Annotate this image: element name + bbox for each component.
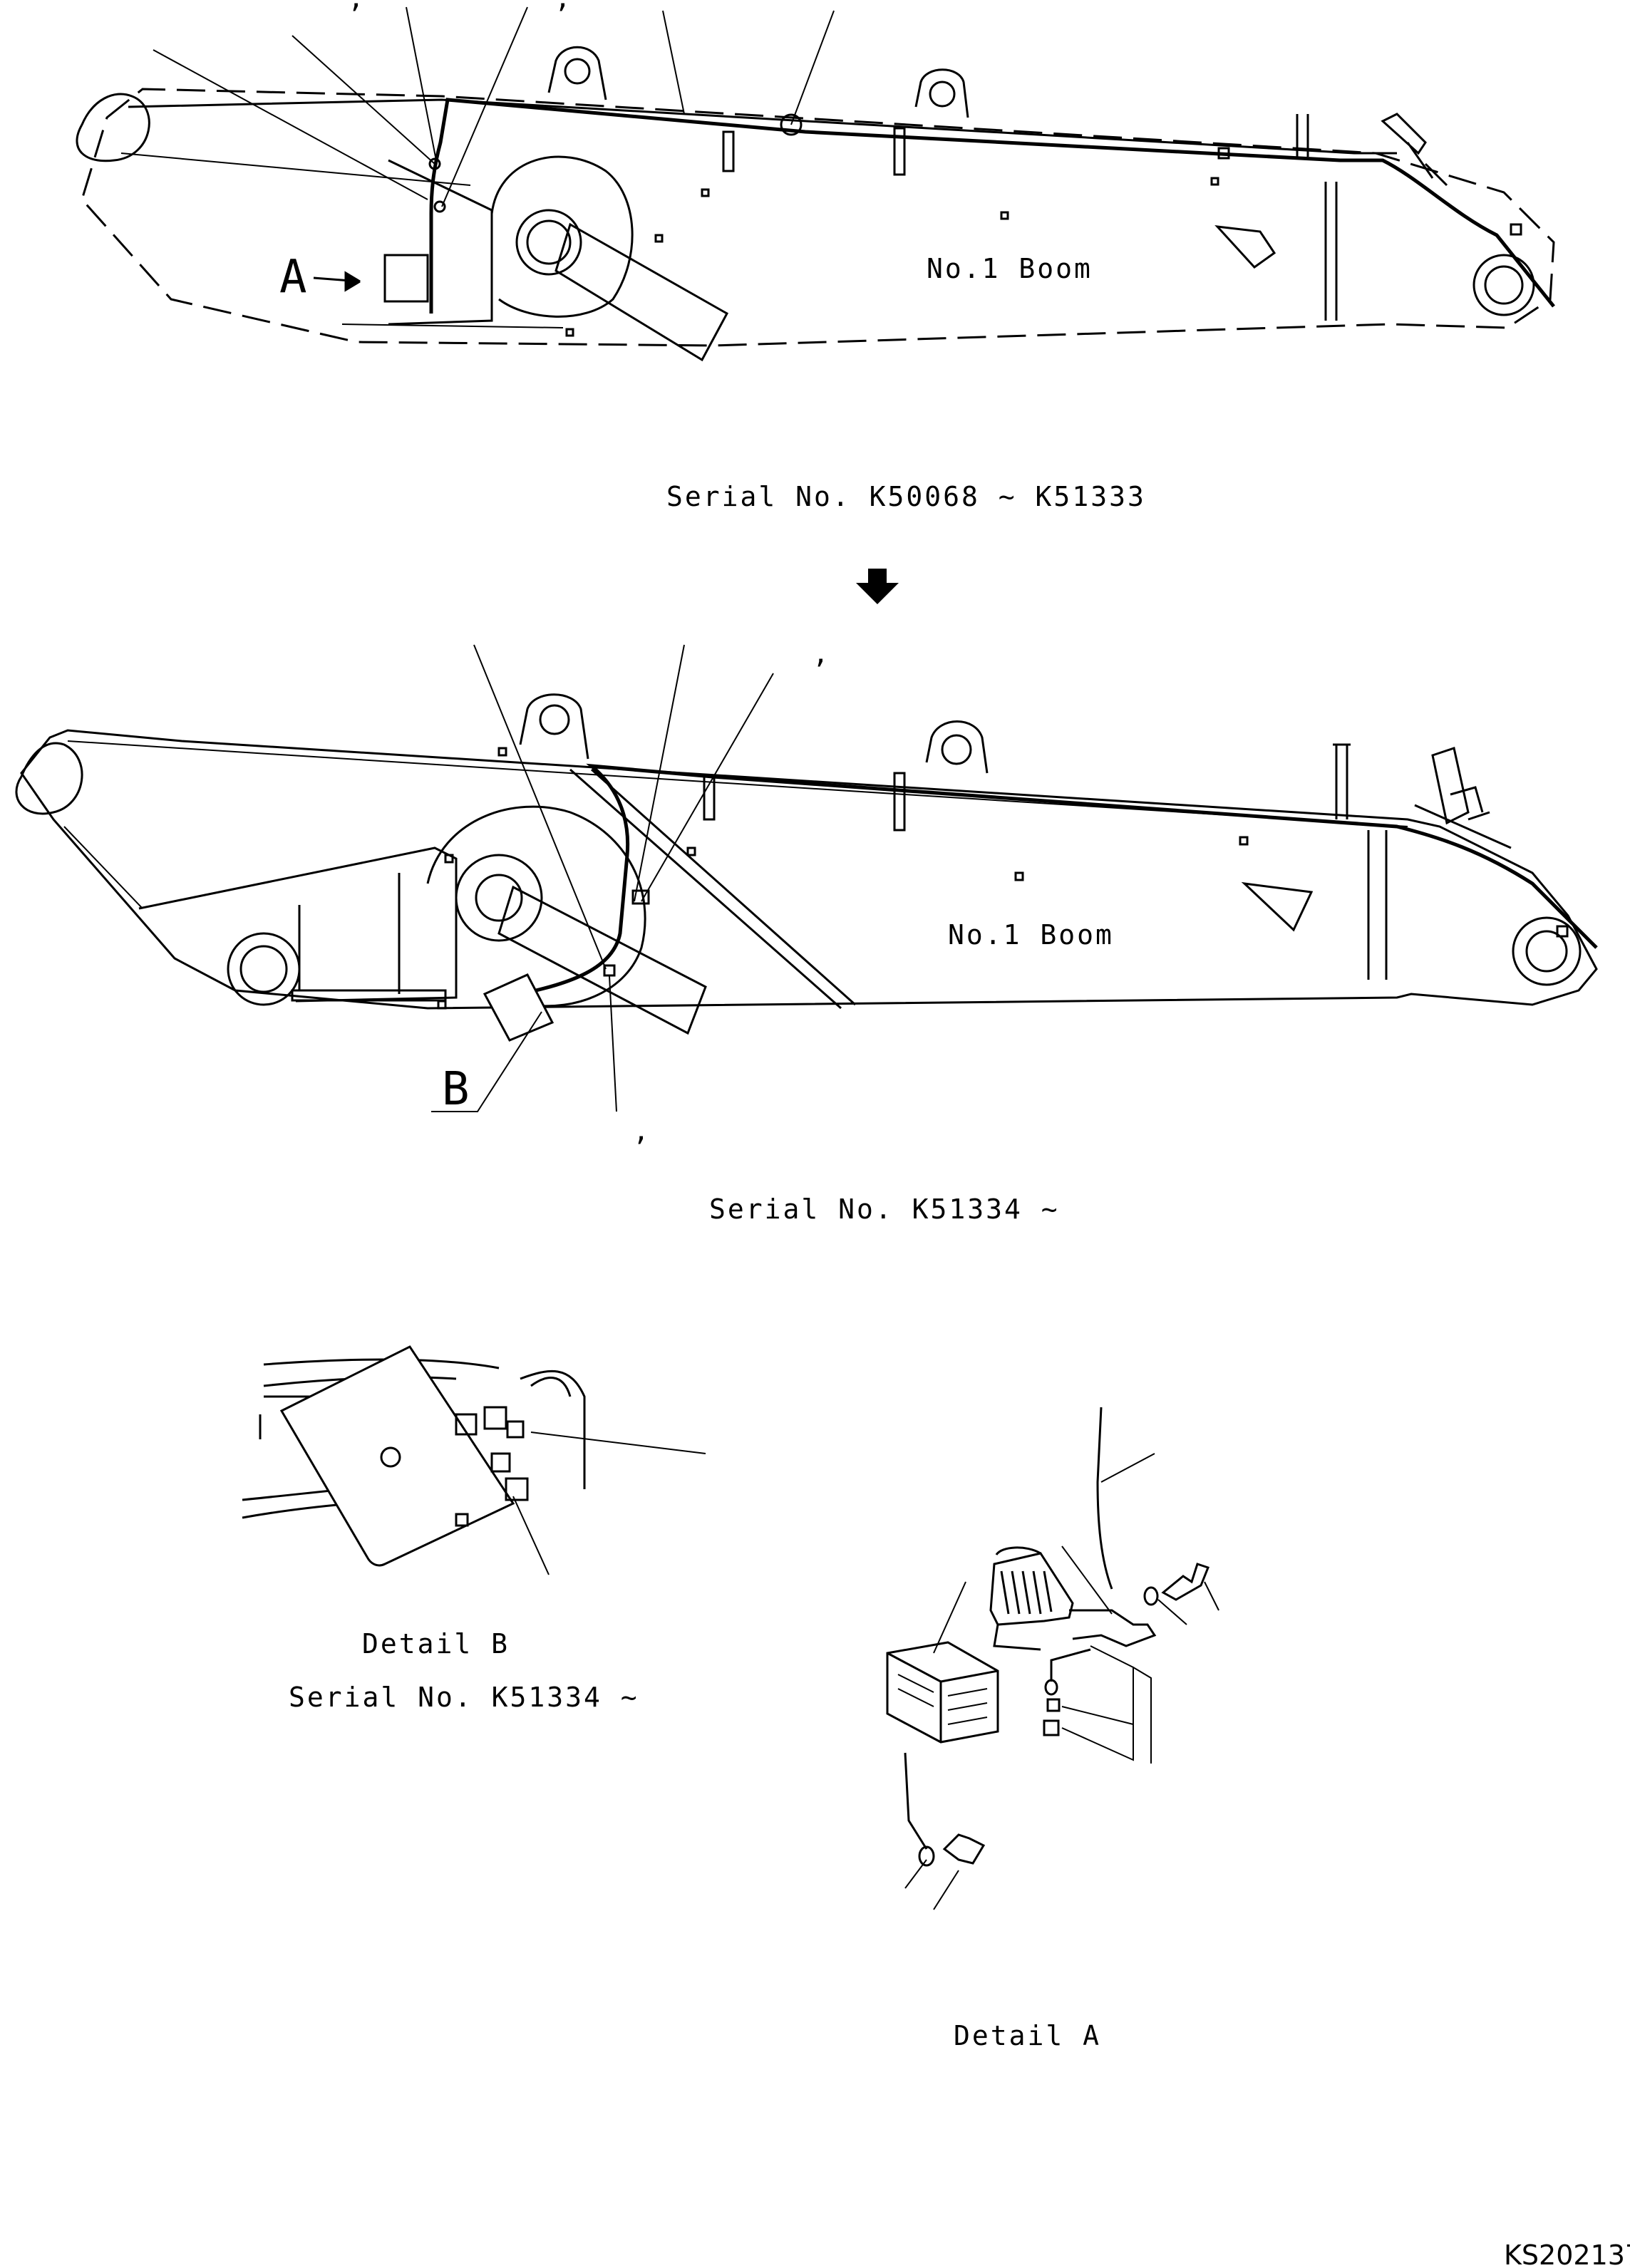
upper-cylinder bbox=[554, 222, 729, 362]
detail-a-hardware bbox=[904, 1563, 1209, 1867]
callout-arrow-icon bbox=[313, 271, 361, 292]
lower-detail-callout: B bbox=[442, 1063, 470, 1116]
lower-clamps bbox=[603, 772, 1569, 977]
detail-b-view bbox=[242, 1345, 706, 1575]
lower-harness bbox=[520, 763, 1598, 996]
upper-lug-right bbox=[914, 68, 969, 118]
upper-harness bbox=[429, 98, 1555, 314]
upper-boom-outline bbox=[81, 88, 1555, 347]
lower-head-pin bbox=[1512, 916, 1582, 986]
lower-boom-outline bbox=[20, 729, 1598, 1010]
detail-b-connectors bbox=[455, 1406, 529, 1527]
lower-comma-1: , bbox=[813, 638, 831, 669]
lower-boom-hook bbox=[15, 742, 83, 815]
lower-boom-label: No.1 Boom bbox=[948, 919, 1114, 951]
upper-head-pin bbox=[1472, 254, 1535, 316]
detail-b-ecu-box bbox=[279, 1345, 515, 1567]
upper-serial-caption: Serial No. K50068 ~ K51333 bbox=[666, 481, 1146, 512]
lower-lug-right bbox=[925, 720, 989, 774]
lower-lug-left bbox=[519, 693, 589, 760]
detail-a-controller bbox=[989, 1552, 1074, 1626]
arrow-down-icon bbox=[856, 569, 899, 604]
lower-cylinder bbox=[497, 885, 707, 1035]
upper-ecu-box bbox=[383, 254, 429, 303]
upper-leader-lines bbox=[153, 6, 835, 207]
drawing-code: KS202137 bbox=[1504, 2239, 1630, 2268]
lower-serial-caption: Serial No. K51334 ~ bbox=[709, 1193, 1060, 1225]
upper-boom-view: , , A No.1 Boom bbox=[76, 0, 1555, 362]
upper-comma-1: , bbox=[348, 0, 366, 14]
upper-detail-callout: A bbox=[279, 251, 307, 304]
lower-leader-lines bbox=[473, 644, 774, 1112]
upper-clamps bbox=[428, 113, 1522, 236]
lower-ecu-box bbox=[483, 973, 554, 1042]
upper-boom-label: No.1 Boom bbox=[927, 253, 1093, 284]
detail-a-title: Detail A bbox=[954, 2020, 1101, 2051]
upper-pivot bbox=[515, 209, 582, 276]
lower-boom-view: , , B No.1 Boom bbox=[15, 638, 1598, 1146]
detail-a-leader-lines bbox=[904, 1545, 1219, 1910]
upper-lug-left bbox=[547, 46, 607, 100]
lower-comma-2: , bbox=[633, 1115, 651, 1146]
upper-comma-2: , bbox=[554, 0, 573, 14]
detail-a-view bbox=[886, 1407, 1219, 1910]
detail-b-serial-caption: Serial No. K51334 ~ bbox=[289, 1682, 639, 1713]
lower-pivot bbox=[455, 854, 543, 942]
detail-b-title: Detail B bbox=[362, 1628, 510, 1659]
upper-boom-hook bbox=[76, 93, 150, 162]
